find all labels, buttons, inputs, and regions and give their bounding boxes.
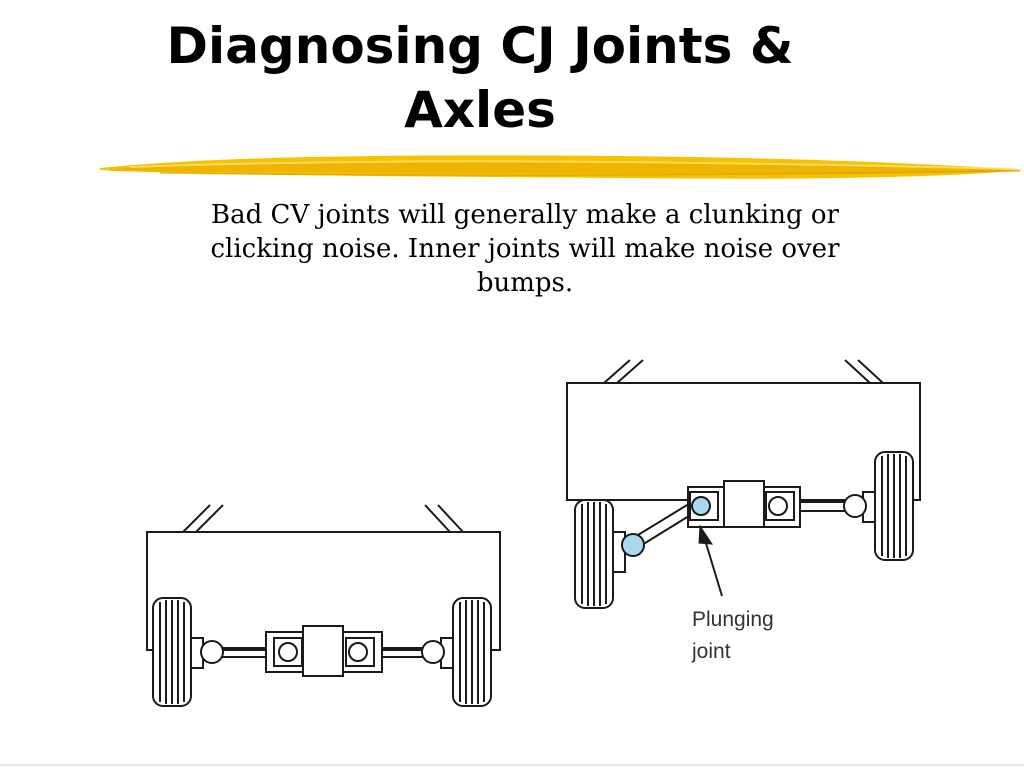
- plunging-joint-highlight: [691, 496, 711, 516]
- right-vehicle-wheel-right: [862, 451, 914, 561]
- left-vehicle-wheel-right: [440, 597, 492, 707]
- callout-label-line-1: Plunging: [692, 608, 774, 631]
- right-vehicle-wheel-left: [574, 499, 626, 609]
- yellow-swoosh-divider: [100, 155, 1024, 179]
- bottom-divider: [0, 764, 1024, 766]
- slide-title: Diagnosing CJ Joints & Axles: [60, 14, 900, 142]
- callout-arrow: [698, 524, 723, 597]
- body-text: Bad CV joints will generally make a clun…: [210, 200, 840, 298]
- right-vehicle-diagram: [566, 359, 921, 609]
- outer-joint-left-highlight: [621, 533, 645, 557]
- callout-label-line-2: joint: [691, 640, 731, 663]
- left-vehicle-wheel-left: [152, 597, 204, 707]
- title-line-1: Diagnosing CJ Joints &: [166, 17, 794, 75]
- title-line-2: Axles: [404, 81, 556, 139]
- left-vehicle-diagram: [146, 504, 501, 707]
